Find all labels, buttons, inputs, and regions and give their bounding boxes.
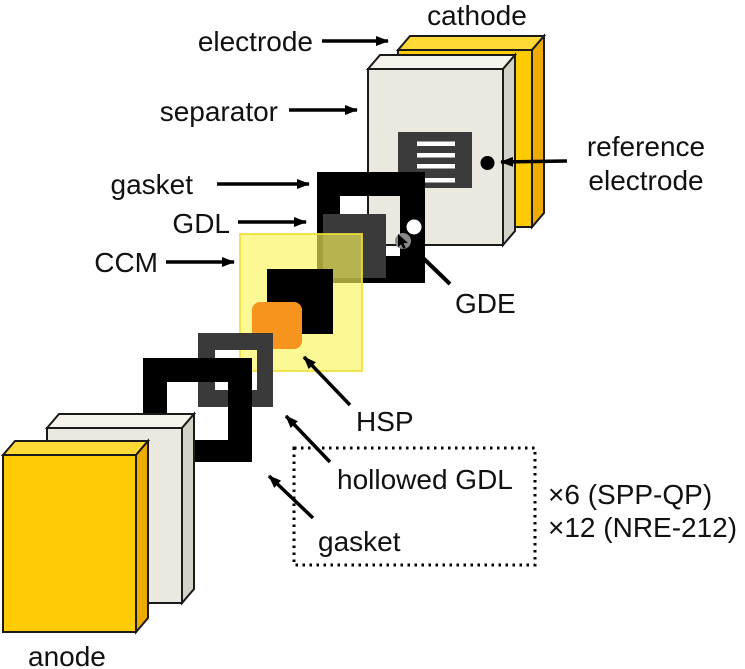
cathode-electrode-top-face [395, 35, 547, 51]
gdl-label: GDL [172, 208, 230, 239]
reference-electrode-arrow [500, 156, 568, 167]
flow-channel [417, 178, 455, 183]
anode-separator-side-face [181, 411, 195, 606]
gasket-cathode-label: gasket [111, 169, 194, 200]
gasket-anode-label: gasket [318, 526, 401, 557]
repeat-count-line1: ×6 (SPP-QP) [548, 479, 712, 510]
flow-channel [417, 153, 455, 158]
cathode-separator-side-face [502, 52, 516, 248]
anode-electrode-front-face [2, 454, 137, 633]
anode-electrode-top-face [0, 440, 151, 456]
electrode-label: electrode [198, 26, 313, 57]
anode-label: anode [28, 641, 106, 669]
cathode-separator-top-face [365, 54, 518, 70]
hollowed-gdl-label: hollowed GDL [337, 464, 513, 495]
anode-electrode-plate [0, 438, 151, 635]
hsp-arrow [302, 355, 352, 407]
gde-label: GDE [455, 288, 516, 319]
anode-separator-top-face [44, 413, 197, 429]
cathode-electrode-side-face [531, 33, 545, 230]
repeat-unit-dotted-box [292, 446, 537, 567]
gde-hole-dot [406, 219, 422, 235]
cursor-arrow-icon [398, 234, 408, 249]
cathode-label: cathode [427, 0, 527, 31]
reference-electrode-dot [480, 156, 495, 170]
gasket-anode-arrow [267, 474, 315, 520]
repeat-count-line2: ×12 (NRE-212) [548, 512, 737, 543]
reference-electrode-label-line2: electrode [588, 165, 703, 196]
flow-channel [417, 164, 455, 169]
cathode-separator-plate [365, 52, 518, 248]
hollowed-gdl-arrow [284, 414, 332, 464]
mouse-cursor-icon [395, 233, 411, 249]
reference-electrode-label-line1: reference [587, 131, 705, 162]
separator-label: separator [160, 96, 278, 127]
gde-pointer-line [419, 254, 452, 286]
ccm-label: CCM [94, 247, 158, 278]
flow-channel [417, 141, 455, 146]
anode-electrode-side-face [135, 438, 149, 635]
hsp-label: HSP [356, 406, 414, 437]
